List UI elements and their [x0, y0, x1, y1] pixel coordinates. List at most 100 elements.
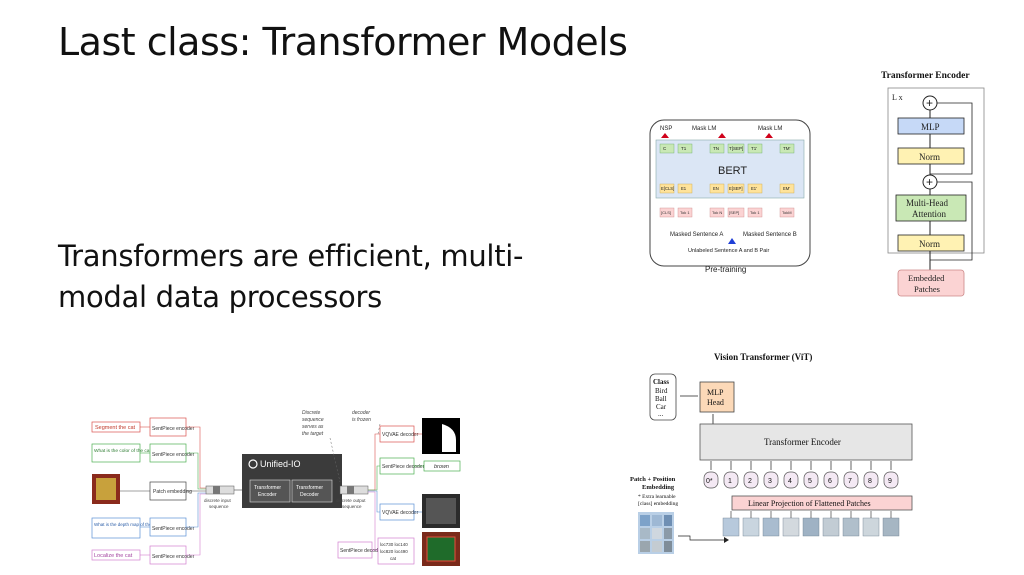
encoder-embedded-2: Patches — [914, 284, 940, 294]
bert-sentence-b: Masked Sentence B — [743, 232, 797, 238]
vit-position-label: 7 — [848, 478, 852, 485]
bert-token: T1 — [681, 146, 687, 151]
vit-figure: Vision Transformer (ViT) Class Bird Ball… — [630, 352, 913, 554]
encoder-repeat: L x — [892, 93, 903, 102]
unified-encoder: Patch embedding — [153, 489, 192, 495]
vit-position-token — [703, 471, 719, 489]
vit-position-label: 9 — [888, 478, 892, 485]
vit-position-token — [783, 471, 799, 489]
encoder-mlp: MLP — [921, 122, 940, 132]
bert-pair-label: Unlabeled Sentence A and B Pair — [688, 248, 770, 254]
vit-extra-note-2: [class] embedding — [638, 501, 678, 507]
unified-prompt: Localize the cat — [94, 553, 133, 559]
bert-figure: NSP Mask LM Mask LM C T1 TN T[SEP] T1' T… — [649, 119, 811, 274]
vit-image-patch — [822, 517, 840, 537]
unified-input-seq-1: discrete input — [204, 498, 232, 503]
vit-patch-row — [722, 511, 900, 537]
vit-position-label: 1 — [728, 478, 732, 485]
bert-embed: EM' — [783, 186, 790, 191]
bert-head-mlm-2: Mask LM — [758, 126, 782, 132]
bert-input: TokM — [782, 210, 792, 215]
unified-note-target: sequence — [302, 417, 324, 423]
vit-position-token — [863, 471, 879, 489]
unified-loc: loc730 loc140 — [380, 542, 408, 547]
unified-loc: loc820 loc490 — [380, 549, 408, 554]
vit-position-token — [803, 471, 819, 489]
unified-decoder: SentPiece decoder — [382, 464, 425, 470]
vit-title: Vision Transformer (ViT) — [714, 352, 812, 362]
vit-mlp-head-2: Head — [707, 398, 724, 407]
unified-prompt: Segment the cat — [95, 425, 136, 431]
encoder-attention-1: Multi-Head — [906, 198, 948, 208]
bert-embed: E[CLS] — [661, 186, 674, 191]
vit-extra-note-1: * Extra learnable — [638, 494, 676, 500]
vit-encoder: Transformer Encoder — [764, 437, 841, 447]
unified-decoder: VQVAE decoder — [382, 510, 419, 516]
unified-io-figure: Segment the cat What is the color of the… — [91, 410, 461, 566]
vit-image-patch — [782, 517, 800, 537]
bert-sentence-a: Masked Sentence A — [670, 232, 723, 238]
vit-image-patch — [862, 517, 880, 537]
arrow-up-icon — [718, 133, 726, 138]
bert-token: T1' — [751, 146, 757, 151]
vit-position-label: 2 — [748, 478, 752, 485]
vit-image-patch — [842, 517, 860, 537]
bert-input: [CLS] — [661, 210, 671, 215]
unified-encoder: SentPiece encoder — [152, 426, 195, 432]
bert-token: TN — [713, 146, 719, 151]
vit-image-patch — [882, 517, 900, 537]
vit-position-token — [843, 471, 859, 489]
unified-transformer-decoder-2: Decoder — [300, 492, 319, 498]
vit-input-image — [638, 512, 674, 554]
encoder-figure: Transformer Encoder L x + MLP Norm + Mul… — [881, 71, 985, 297]
vit-class: Class — [653, 378, 669, 386]
unified-loc: cat — [390, 556, 397, 561]
bert-embed: E1' — [751, 186, 757, 191]
vit-patch-label-1: Patch + Position — [630, 476, 676, 483]
unified-answer: brown — [434, 464, 449, 470]
bert-token: C — [663, 146, 667, 151]
unified-transformer-decoder-1: Transformer — [296, 485, 323, 491]
bert-input: Tok 1 — [750, 210, 760, 215]
encoder-norm-1: Norm — [919, 152, 940, 162]
bert-input: Tok 1 — [680, 210, 690, 215]
unified-decoder: SentPiece decoder — [340, 548, 383, 554]
unified-output-seq-1: discrete output — [336, 498, 366, 503]
slide-title: Last class: Transformer Models — [58, 20, 628, 64]
vit-position-token — [763, 471, 779, 489]
unified-transformer-encoder-1: Transformer — [254, 485, 281, 491]
vit-image-patch — [802, 517, 820, 537]
vit-position-label: 4 — [788, 478, 792, 485]
bert-embed: E1 — [681, 186, 687, 191]
vit-class: Bird — [655, 387, 668, 395]
arrow-up-icon — [728, 238, 736, 244]
vit-patch-label-2: Embedding — [642, 484, 675, 491]
unified-output-seq-2: sequence — [342, 504, 362, 509]
unified-encoder: SentPiece encoder — [152, 554, 195, 560]
vit-class: Ball — [655, 395, 667, 403]
bert-head-nsp: NSP — [660, 126, 672, 132]
unified-encoder: SentPiece encoder — [152, 526, 195, 532]
vit-image-patch — [742, 517, 760, 537]
vit-image-patch — [762, 517, 780, 537]
unified-decoder: VQVAE decoder — [382, 432, 419, 438]
vit-position-token — [823, 471, 839, 489]
bert-input: [SEP] — [729, 210, 739, 215]
encoder-title: Transformer Encoder — [881, 71, 970, 81]
arrow-up-icon — [765, 133, 773, 138]
plus-icon: + — [926, 96, 933, 110]
vit-position-label: 5 — [808, 478, 812, 485]
unified-prompt: What is the color of the cat? — [94, 448, 154, 454]
unified-encoder: SentPiece encoder — [152, 452, 195, 458]
bert-token: T[SEP] — [729, 146, 743, 151]
encoder-norm-2: Norm — [919, 239, 940, 249]
vit-projection: Linear Projection of Flattened Patches — [748, 499, 871, 508]
vit-position-token — [883, 471, 899, 489]
plus-icon: + — [926, 175, 933, 189]
encoder-attention-2: Attention — [912, 209, 946, 219]
unified-note-target: serves as — [302, 424, 324, 430]
unified-note-frozen: is frozen — [352, 417, 371, 423]
vit-position-label: 3 — [768, 478, 772, 485]
unified-note-target: the target — [302, 431, 324, 437]
arrow-up-icon — [661, 133, 669, 138]
